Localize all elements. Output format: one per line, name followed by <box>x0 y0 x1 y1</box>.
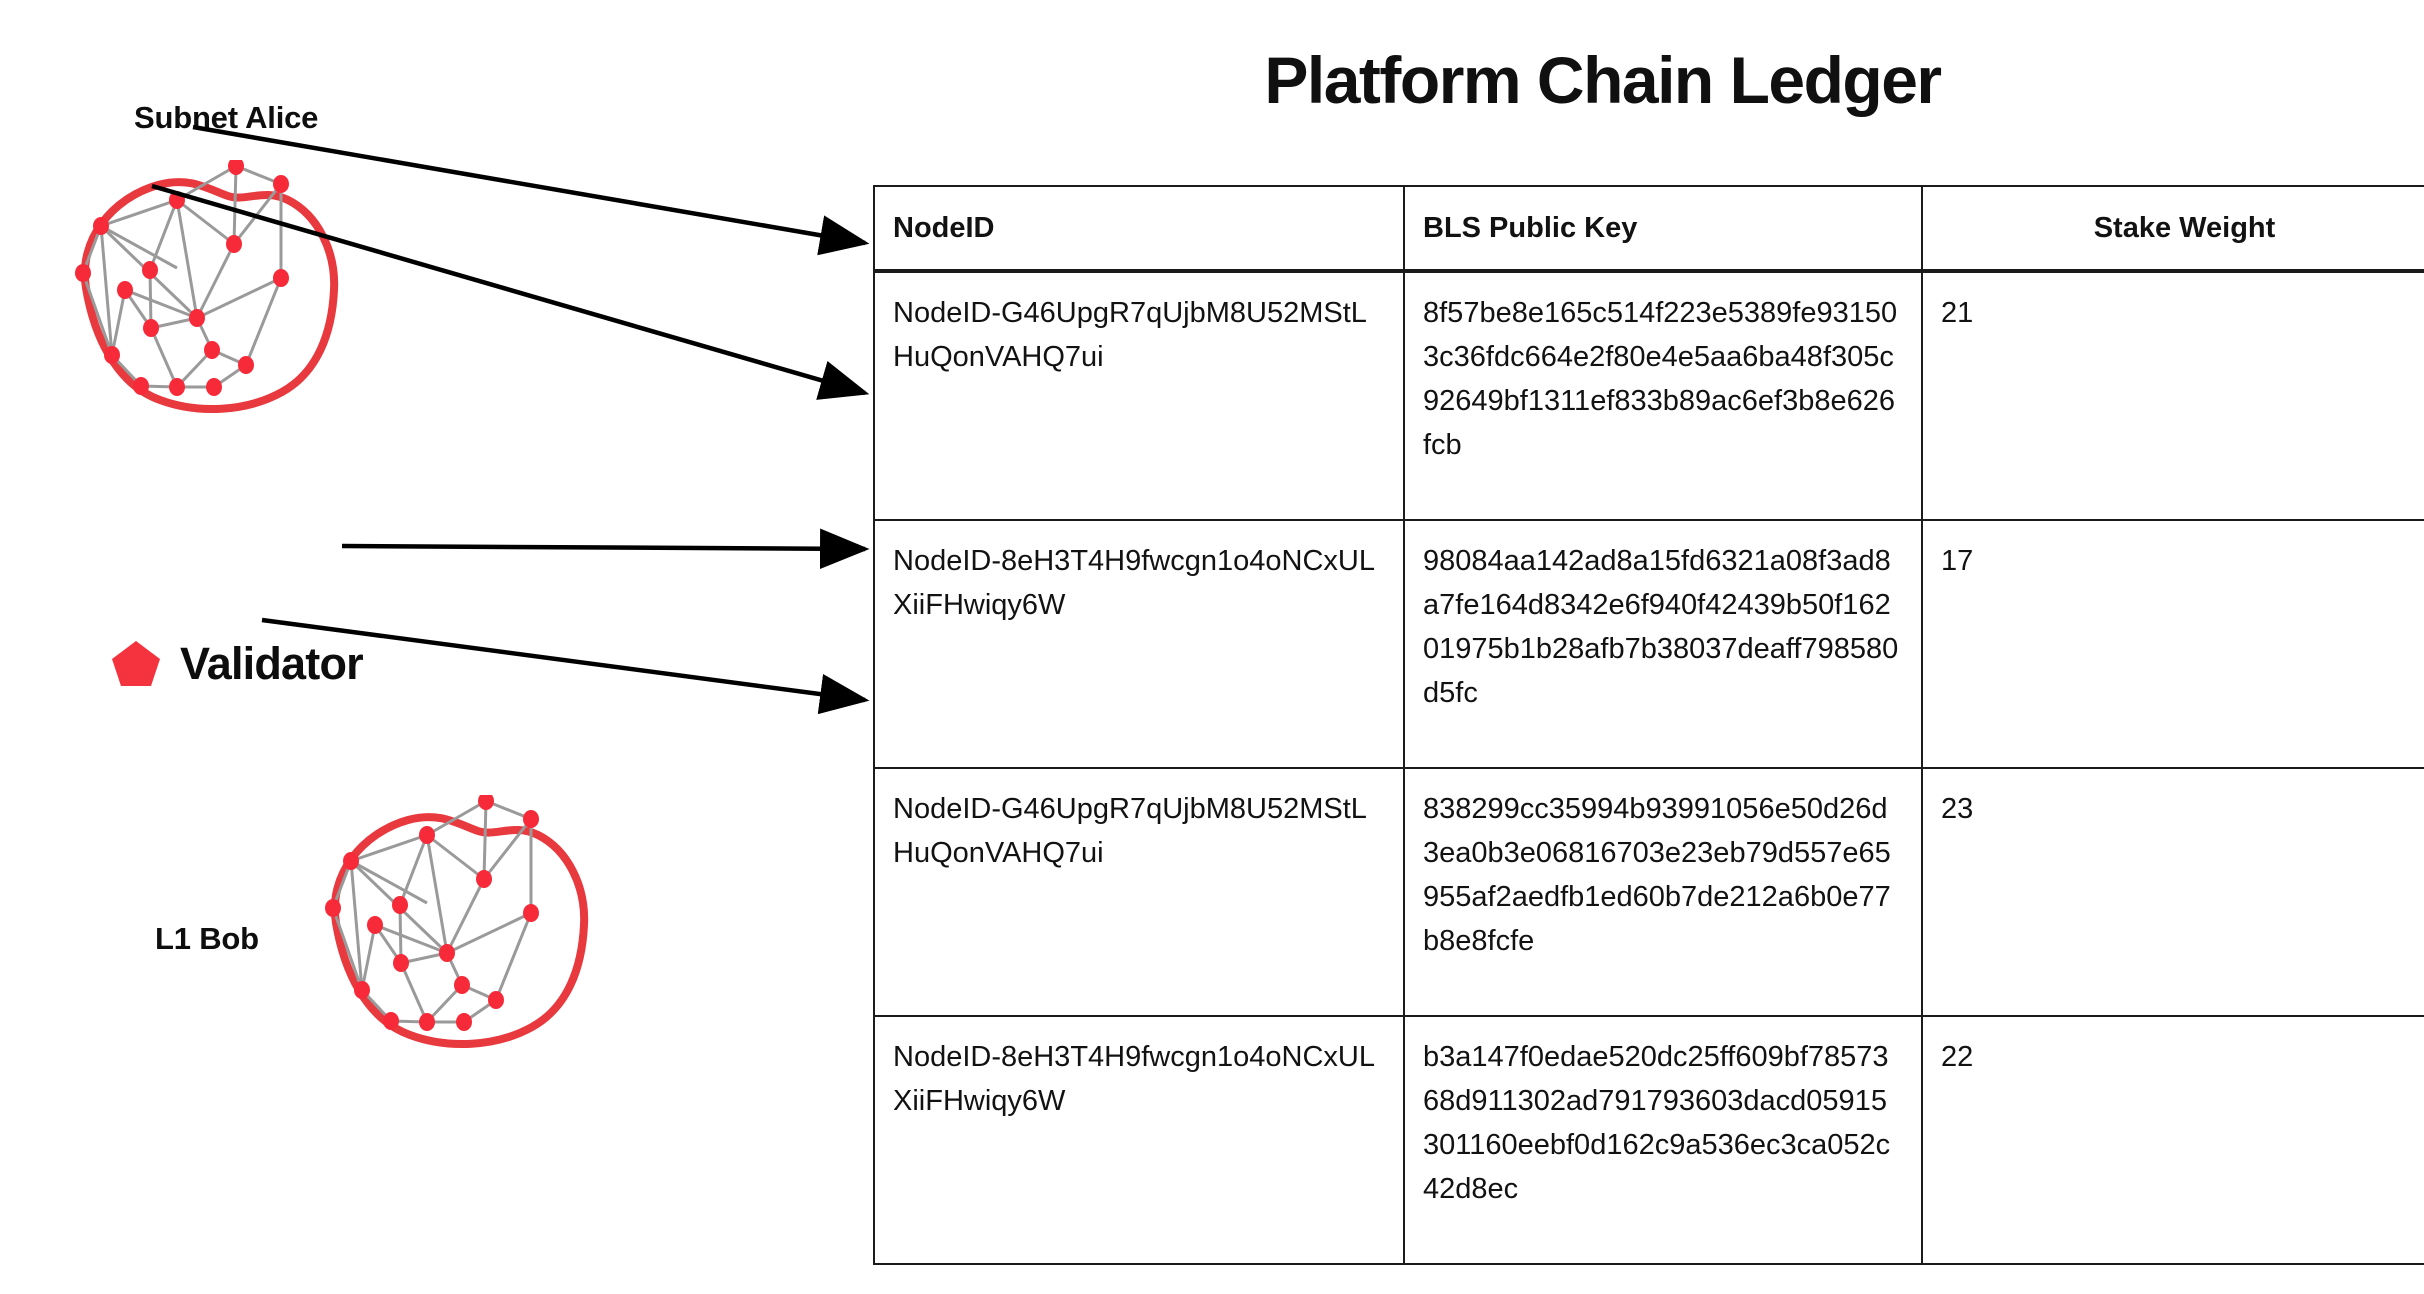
cell-stake-weight: 17 <box>1921 519 2424 769</box>
group-label-subnet-alice: Subnet Alice <box>134 100 319 135</box>
cell-stake-weight: 23 <box>1921 767 2424 1017</box>
pentagon-icon <box>112 641 160 686</box>
l1-bob-graph-svg <box>325 792 589 1049</box>
cell-nodeid: NodeID-8eH3T4H9fwcgn1o4oNCxULXiiFHwiqy6W <box>873 1015 1405 1265</box>
validator-nodes <box>325 792 539 1031</box>
page-title: Platform Chain Ledger <box>1264 43 1942 117</box>
column-header-nodeid: NodeID <box>873 185 1405 273</box>
subnet-alice-network-blob <box>50 157 370 430</box>
cell-bls-public-key: 98084aa142ad8a15fd6321a08f3ad8a7fe164d83… <box>1403 519 1923 769</box>
table-row: NodeID-G46UpgR7qUjbM8U52MStLHuQonVAHQ7ui… <box>873 767 2424 1017</box>
platform-chain-ledger-table: NodeID BLS Public Key Stake Weight NodeI… <box>873 185 2424 1265</box>
blob-outline-path <box>330 813 589 1049</box>
table-header-row: NodeID BLS Public Key Stake Weight <box>873 185 2424 273</box>
cell-bls-public-key: b3a147f0edae520dc25ff609bf7857368d911302… <box>1403 1015 1923 1265</box>
table-row: NodeID-8eH3T4H9fwcgn1o4oNCxULXiiFHwiqy6W… <box>873 519 2424 769</box>
cell-stake-weight: 21 <box>1921 270 2424 521</box>
table-row: NodeID-G46UpgR7qUjbM8U52MStLHuQonVAHQ7ui… <box>873 270 2424 521</box>
legend-validator: Validator <box>110 637 364 689</box>
l1-bob-network-blob <box>300 792 620 1065</box>
cell-bls-public-key: 8f57be8e165c514f223e5389fe931503c36fdc66… <box>1403 270 1923 521</box>
cell-stake-weight: 22 <box>1921 1015 2424 1265</box>
table-row: NodeID-8eH3T4H9fwcgn1o4oNCxULXiiFHwiqy6W… <box>873 1015 2424 1265</box>
group-label-l1-bob: L1 Bob <box>155 921 259 956</box>
column-header-bls-public-key: BLS Public Key <box>1403 185 1923 273</box>
subnet-alice-graph-svg <box>75 157 339 414</box>
cell-nodeid: NodeID-G46UpgR7qUjbM8U52MStLHuQonVAHQ7ui <box>873 270 1405 521</box>
legend-validator-label: Validator <box>180 637 364 689</box>
cell-bls-public-key: 838299cc35994b93991056e50d26d3ea0b3e0681… <box>1403 767 1923 1017</box>
cell-nodeid: NodeID-8eH3T4H9fwcgn1o4oNCxULXiiFHwiqy6W <box>873 519 1405 769</box>
cell-nodeid: NodeID-G46UpgR7qUjbM8U52MStLHuQonVAHQ7ui <box>873 767 1405 1017</box>
arrow-bob-node-top-to-row3 <box>341 528 870 569</box>
column-header-stake-weight: Stake Weight <box>1921 185 2424 273</box>
